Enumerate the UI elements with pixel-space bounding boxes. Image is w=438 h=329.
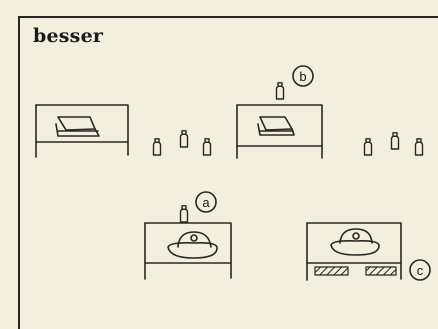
- bottle-icon: [181, 131, 188, 147]
- label-c-marker: c: [410, 260, 430, 280]
- bottle-icon: [181, 206, 188, 222]
- label-b-marker: b: [293, 66, 313, 86]
- label-c: c: [417, 263, 424, 278]
- bottle-icon: [277, 83, 284, 99]
- tray-icon: [258, 117, 294, 135]
- bottle-icon: [416, 139, 423, 155]
- label-b: b: [299, 69, 306, 84]
- hatched-bar-icon: [315, 267, 348, 275]
- label-a-marker: a: [196, 192, 216, 212]
- label-a: a: [202, 195, 210, 210]
- hatched-bar-icon: [366, 267, 396, 275]
- bottle-icon: [204, 139, 211, 155]
- bottle-group-2: [365, 133, 423, 155]
- dome-icon: [168, 232, 217, 258]
- box-bottom-right: [307, 223, 401, 280]
- bottle-icon: [392, 133, 399, 149]
- bottle-group-1: [154, 131, 211, 155]
- bottle-icon: [154, 139, 161, 155]
- box-bottom-left: [145, 223, 231, 279]
- bottle-icon: [365, 139, 372, 155]
- tray-icon: [56, 117, 99, 136]
- box-top-center: [237, 105, 322, 158]
- dome-icon: [331, 229, 379, 255]
- box-top-left: [36, 105, 128, 157]
